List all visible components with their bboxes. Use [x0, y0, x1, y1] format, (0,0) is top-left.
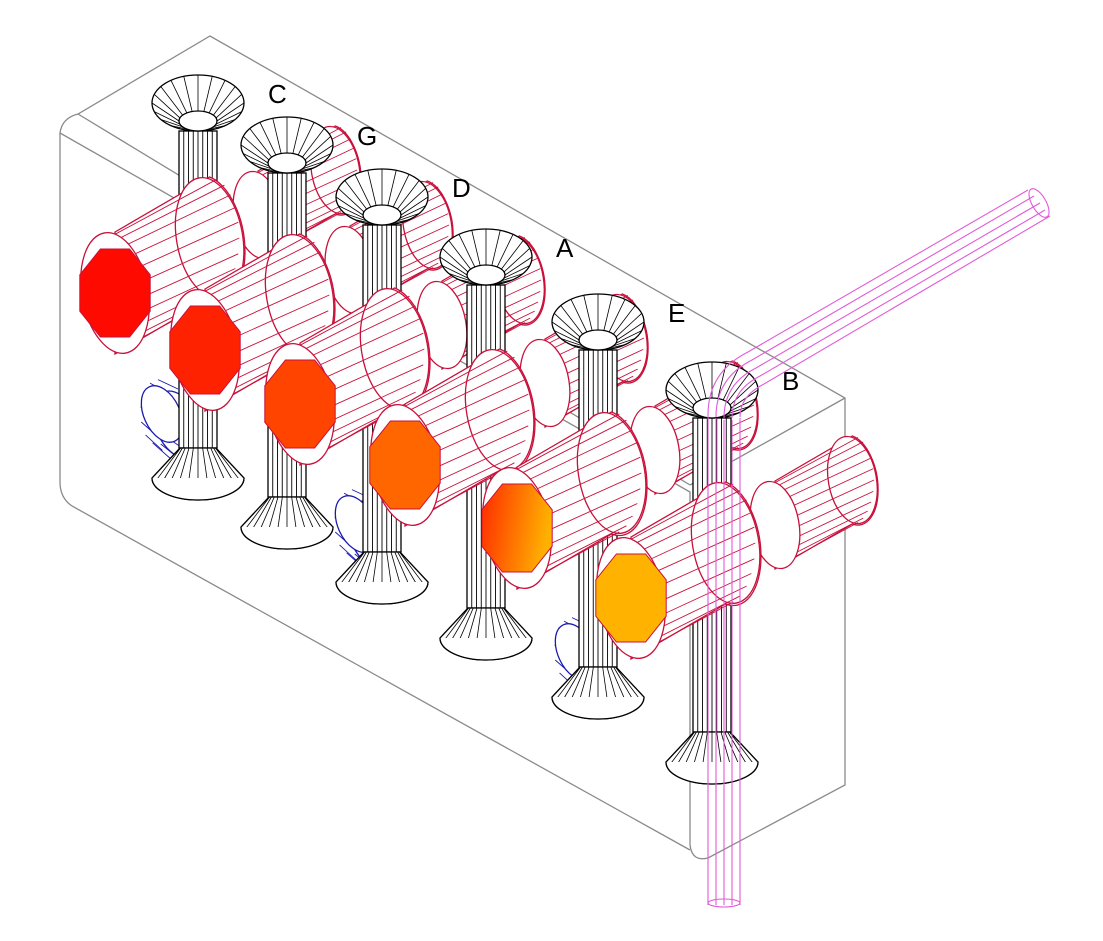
column-label-b: B	[782, 366, 799, 396]
front-cylinder	[264, 287, 431, 467]
colored-face-b	[595, 553, 667, 643]
back-cylinder-b	[749, 435, 879, 571]
colored-face-g	[169, 305, 241, 395]
valve-columns: C G D A E B	[79, 74, 799, 785]
column-label-d: D	[452, 173, 471, 203]
column-label-g: G	[357, 121, 377, 151]
front-cylinder	[169, 233, 336, 413]
colored-face-d	[264, 359, 336, 449]
valve-column-e: E	[481, 293, 685, 720]
colored-face-a	[369, 420, 441, 510]
front-cylinder	[481, 411, 648, 591]
column-label-a: A	[556, 233, 574, 263]
front-cylinder	[369, 348, 536, 528]
outlet-pipe	[707, 188, 1051, 908]
column-label-c: C	[268, 79, 287, 109]
valve-column-d: D	[264, 168, 471, 605]
front-cylinder	[79, 176, 246, 356]
valve-column-a: A	[369, 228, 574, 661]
colored-face-c	[79, 248, 151, 338]
column-label-e: E	[668, 298, 685, 328]
colored-face-e	[481, 483, 553, 573]
